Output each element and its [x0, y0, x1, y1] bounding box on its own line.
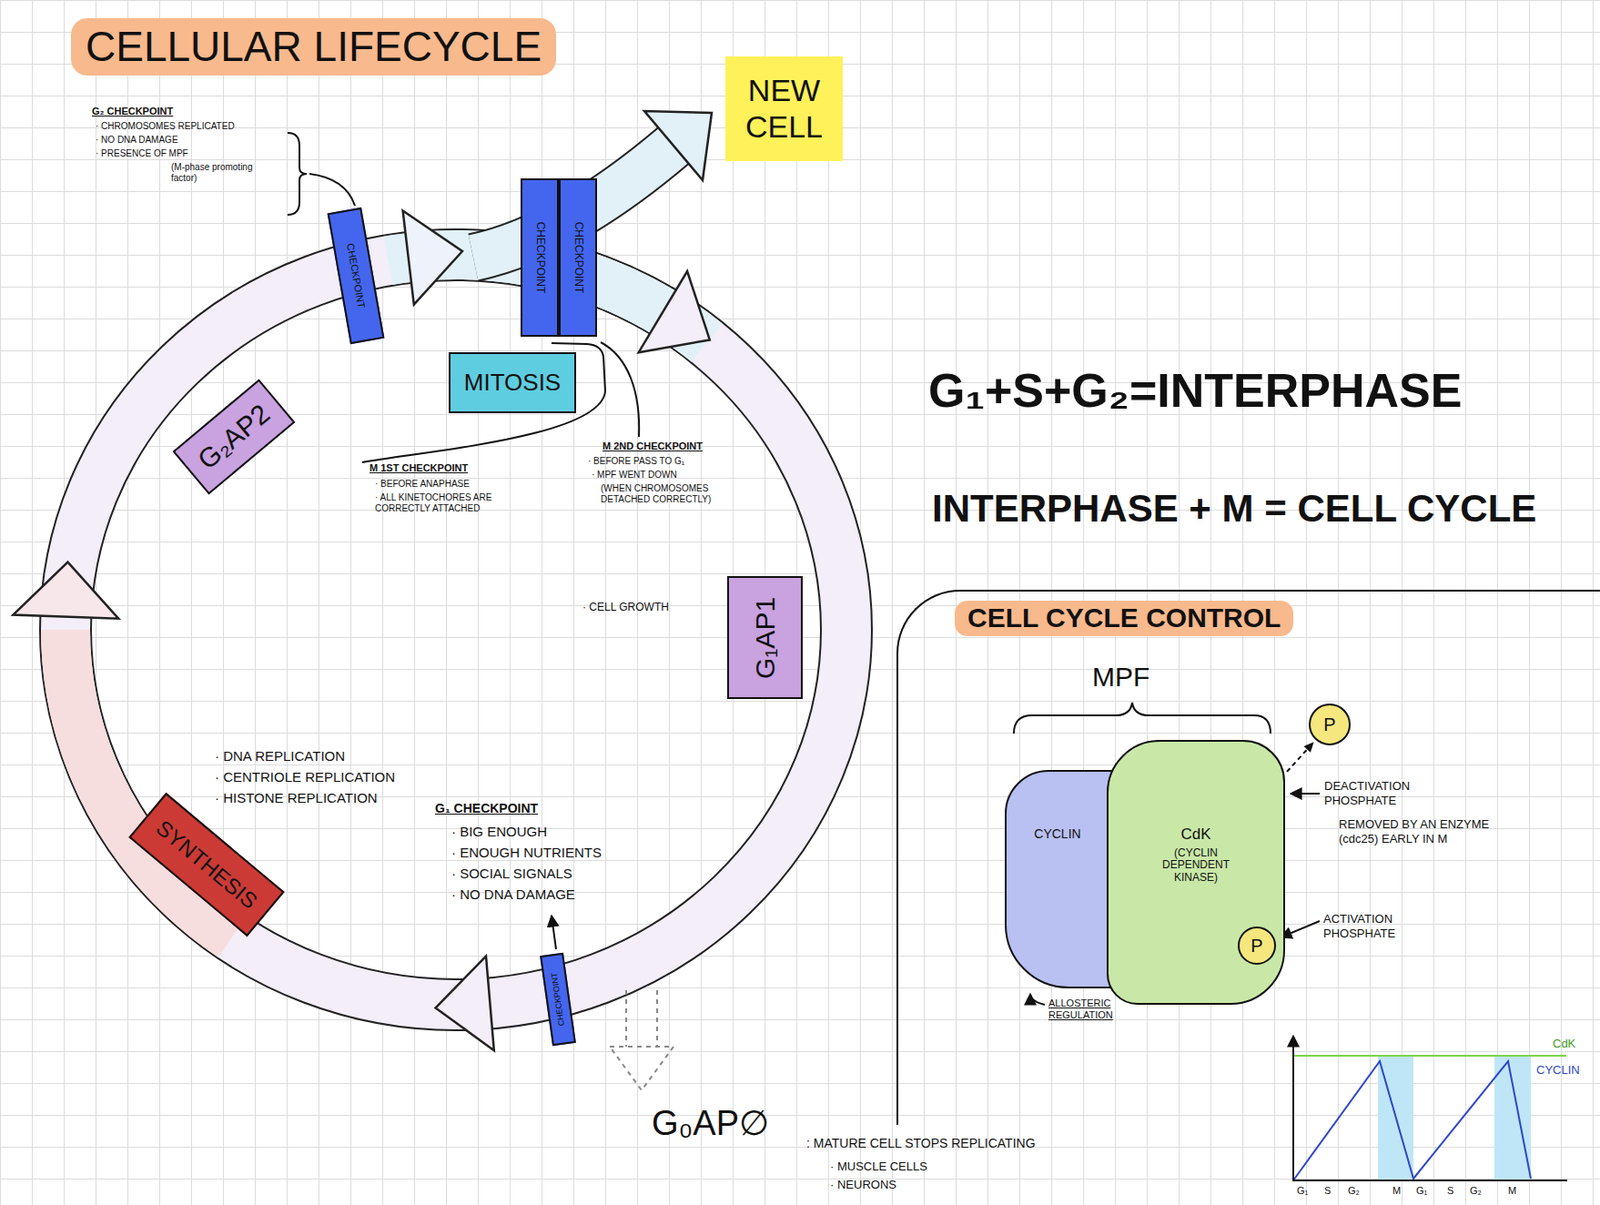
axis-label: G₂ — [1347, 1184, 1360, 1197]
leader-line — [600, 342, 639, 437]
note-text: · ENOUGH NUTRIENTS — [451, 844, 602, 861]
note-text: ALLOSTERIC REGULATION — [1048, 997, 1149, 1022]
leader-line — [362, 343, 606, 463]
note-text: · MUSCLE CELLS — [830, 1159, 928, 1175]
note-text: M 2ND CHECKPOINT — [602, 440, 703, 453]
note-text: ACTIVATION PHOSPHATE — [1323, 911, 1433, 941]
g0-dashed-arrow — [656, 990, 659, 1047]
note-text: · CELL GROWTH — [582, 600, 669, 614]
arrowhead — [1303, 741, 1314, 753]
phase-box: G₁AP1 — [727, 576, 803, 699]
cdk-blob: CdK (CYCLIN DEPENDENT KINASE) — [1106, 739, 1286, 1005]
note-text: · BEFORE ANAPHASE — [374, 478, 470, 490]
ring-arrowhead — [638, 271, 710, 353]
axis-label: M — [1392, 1184, 1401, 1197]
axis-label: S — [1447, 1184, 1454, 1197]
node-label: P — [1323, 714, 1336, 736]
cyclin-level-line — [1293, 1061, 1531, 1181]
phosphate-circle: P — [1308, 703, 1351, 746]
note-text: REMOVED BY AN ENZYME (cdc25) EARLY IN M — [1338, 817, 1499, 846]
series-label: CdK — [1552, 1036, 1576, 1052]
complex-name: MPF — [1092, 660, 1150, 694]
note-text: · NEURONS — [830, 1177, 897, 1193]
note-text: · NO DNA DAMAGE — [451, 886, 576, 903]
leader-arrow — [1290, 792, 1320, 795]
note-text: · CENTRIOLE REPLICATION — [214, 769, 395, 786]
cycle-ring-outline — [65, 254, 847, 1005]
cdk-level-line — [1293, 1054, 1567, 1057]
branch-arrowhead — [644, 111, 712, 181]
node-label: CELL CYCLE CONTROL — [954, 600, 1294, 637]
m-phase-shade — [1494, 1055, 1531, 1181]
leader-arrow — [551, 915, 557, 950]
node-sublabel: (CYCLIN DEPENDENT KINASE) — [1154, 847, 1238, 885]
note-text: · CHROMOSOMES REPLICATED — [95, 121, 235, 132]
leader-arrow — [1030, 993, 1045, 1005]
axis-label: G₁ — [1296, 1184, 1308, 1197]
note-text: G₁ CHECKPOINT — [435, 800, 538, 817]
equation: G₁+S+G₂=INTERPHASE — [928, 362, 1462, 419]
node-label: P — [1250, 935, 1263, 957]
phase-label: G₀AP∅ — [651, 1103, 770, 1145]
series-label: CYCLIN — [1536, 1063, 1580, 1078]
leader-line — [309, 173, 355, 206]
note-text: · PRESENCE OF MPF — [95, 148, 189, 160]
cycle-ring — [65, 254, 847, 1005]
phase-box: G₂AP2 — [172, 378, 296, 495]
axis-label: M — [1508, 1184, 1517, 1197]
note-text: · HISTONE REPLICATION — [214, 789, 378, 807]
axis-label: G₂ — [1469, 1184, 1482, 1197]
note-text: M 1ST CHECKPOINT — [369, 462, 468, 475]
axis-label: G₁ — [1416, 1184, 1428, 1197]
checkpoint-bar: CHECKPOINT — [520, 178, 559, 337]
note-text: · MPF WENT DOWN — [591, 469, 678, 481]
note-text: G₂ CHECKPOINT — [91, 105, 173, 118]
note-bracket — [287, 132, 307, 215]
note-text: DEACTIVATION PHOSPHATE — [1324, 779, 1443, 808]
control-region: CELL CYCLE CONTROL CYCLIN CdK (CYCLIN DEPEN… — [896, 589, 1600, 1125]
chart-axis — [1292, 1035, 1295, 1182]
note-text: · DNA REPLICATION — [214, 748, 345, 765]
node-label: CHECKPOINT — [533, 222, 547, 294]
note-text: · BIG ENOUGH — [451, 823, 547, 841]
note-text: · BEFORE PASS TO G₁ — [587, 455, 685, 467]
note-text: (WHEN CHROMOSOMES DETACHED CORRECTLY) — [600, 483, 738, 506]
node-label: CYCLIN — [1033, 826, 1081, 841]
axis-label: S — [1324, 1184, 1331, 1197]
note-text: · NO DNA DAMAGE — [95, 134, 179, 146]
mpf-bracket — [1013, 702, 1271, 734]
g0-dashed-arrowhead — [609, 1046, 674, 1091]
new-cell-box: NEW CELL — [725, 56, 843, 162]
connector-line — [1286, 741, 1315, 772]
node-label: CdK — [1180, 825, 1211, 844]
equation: INTERPHASE + M = CELL CYCLE — [931, 486, 1537, 532]
ring-arrowhead — [403, 211, 463, 305]
connector-arrow — [1286, 741, 1315, 772]
checkpoint-bar: CHECKPOINT — [558, 178, 598, 337]
phase-box: MITOSIS — [448, 352, 577, 414]
note-text: · ALL KINETOCHORES ARE CORRECTLY ATTACHE… — [374, 492, 548, 515]
note-text: · SOCIAL SIGNALS — [451, 865, 573, 882]
title-text: CELLULAR LIFECYCLE — [70, 18, 557, 76]
ring-arrowhead — [12, 562, 119, 619]
chart-axis — [1293, 1179, 1568, 1182]
node-label: MITOSIS — [464, 369, 561, 397]
ring-arrowhead — [435, 956, 495, 1052]
node-label: CHECKPOINT — [549, 972, 567, 1027]
node-label: NEW CELL — [734, 72, 834, 144]
node-label: G₂AP2 — [192, 397, 276, 476]
node-label: G₁AP1 — [749, 596, 781, 679]
phosphate-circle: P — [1237, 926, 1276, 965]
note-text: : MATURE CELL STOPS REPLICATING — [806, 1135, 1036, 1152]
leader-arrow — [1280, 921, 1320, 938]
node-label: CHECKPOINT — [571, 222, 585, 294]
note-text: (M-phase promoting factor) — [171, 162, 281, 184]
node-label: CHECKPOINT — [344, 242, 368, 309]
g0-dashed-arrow — [625, 990, 628, 1047]
